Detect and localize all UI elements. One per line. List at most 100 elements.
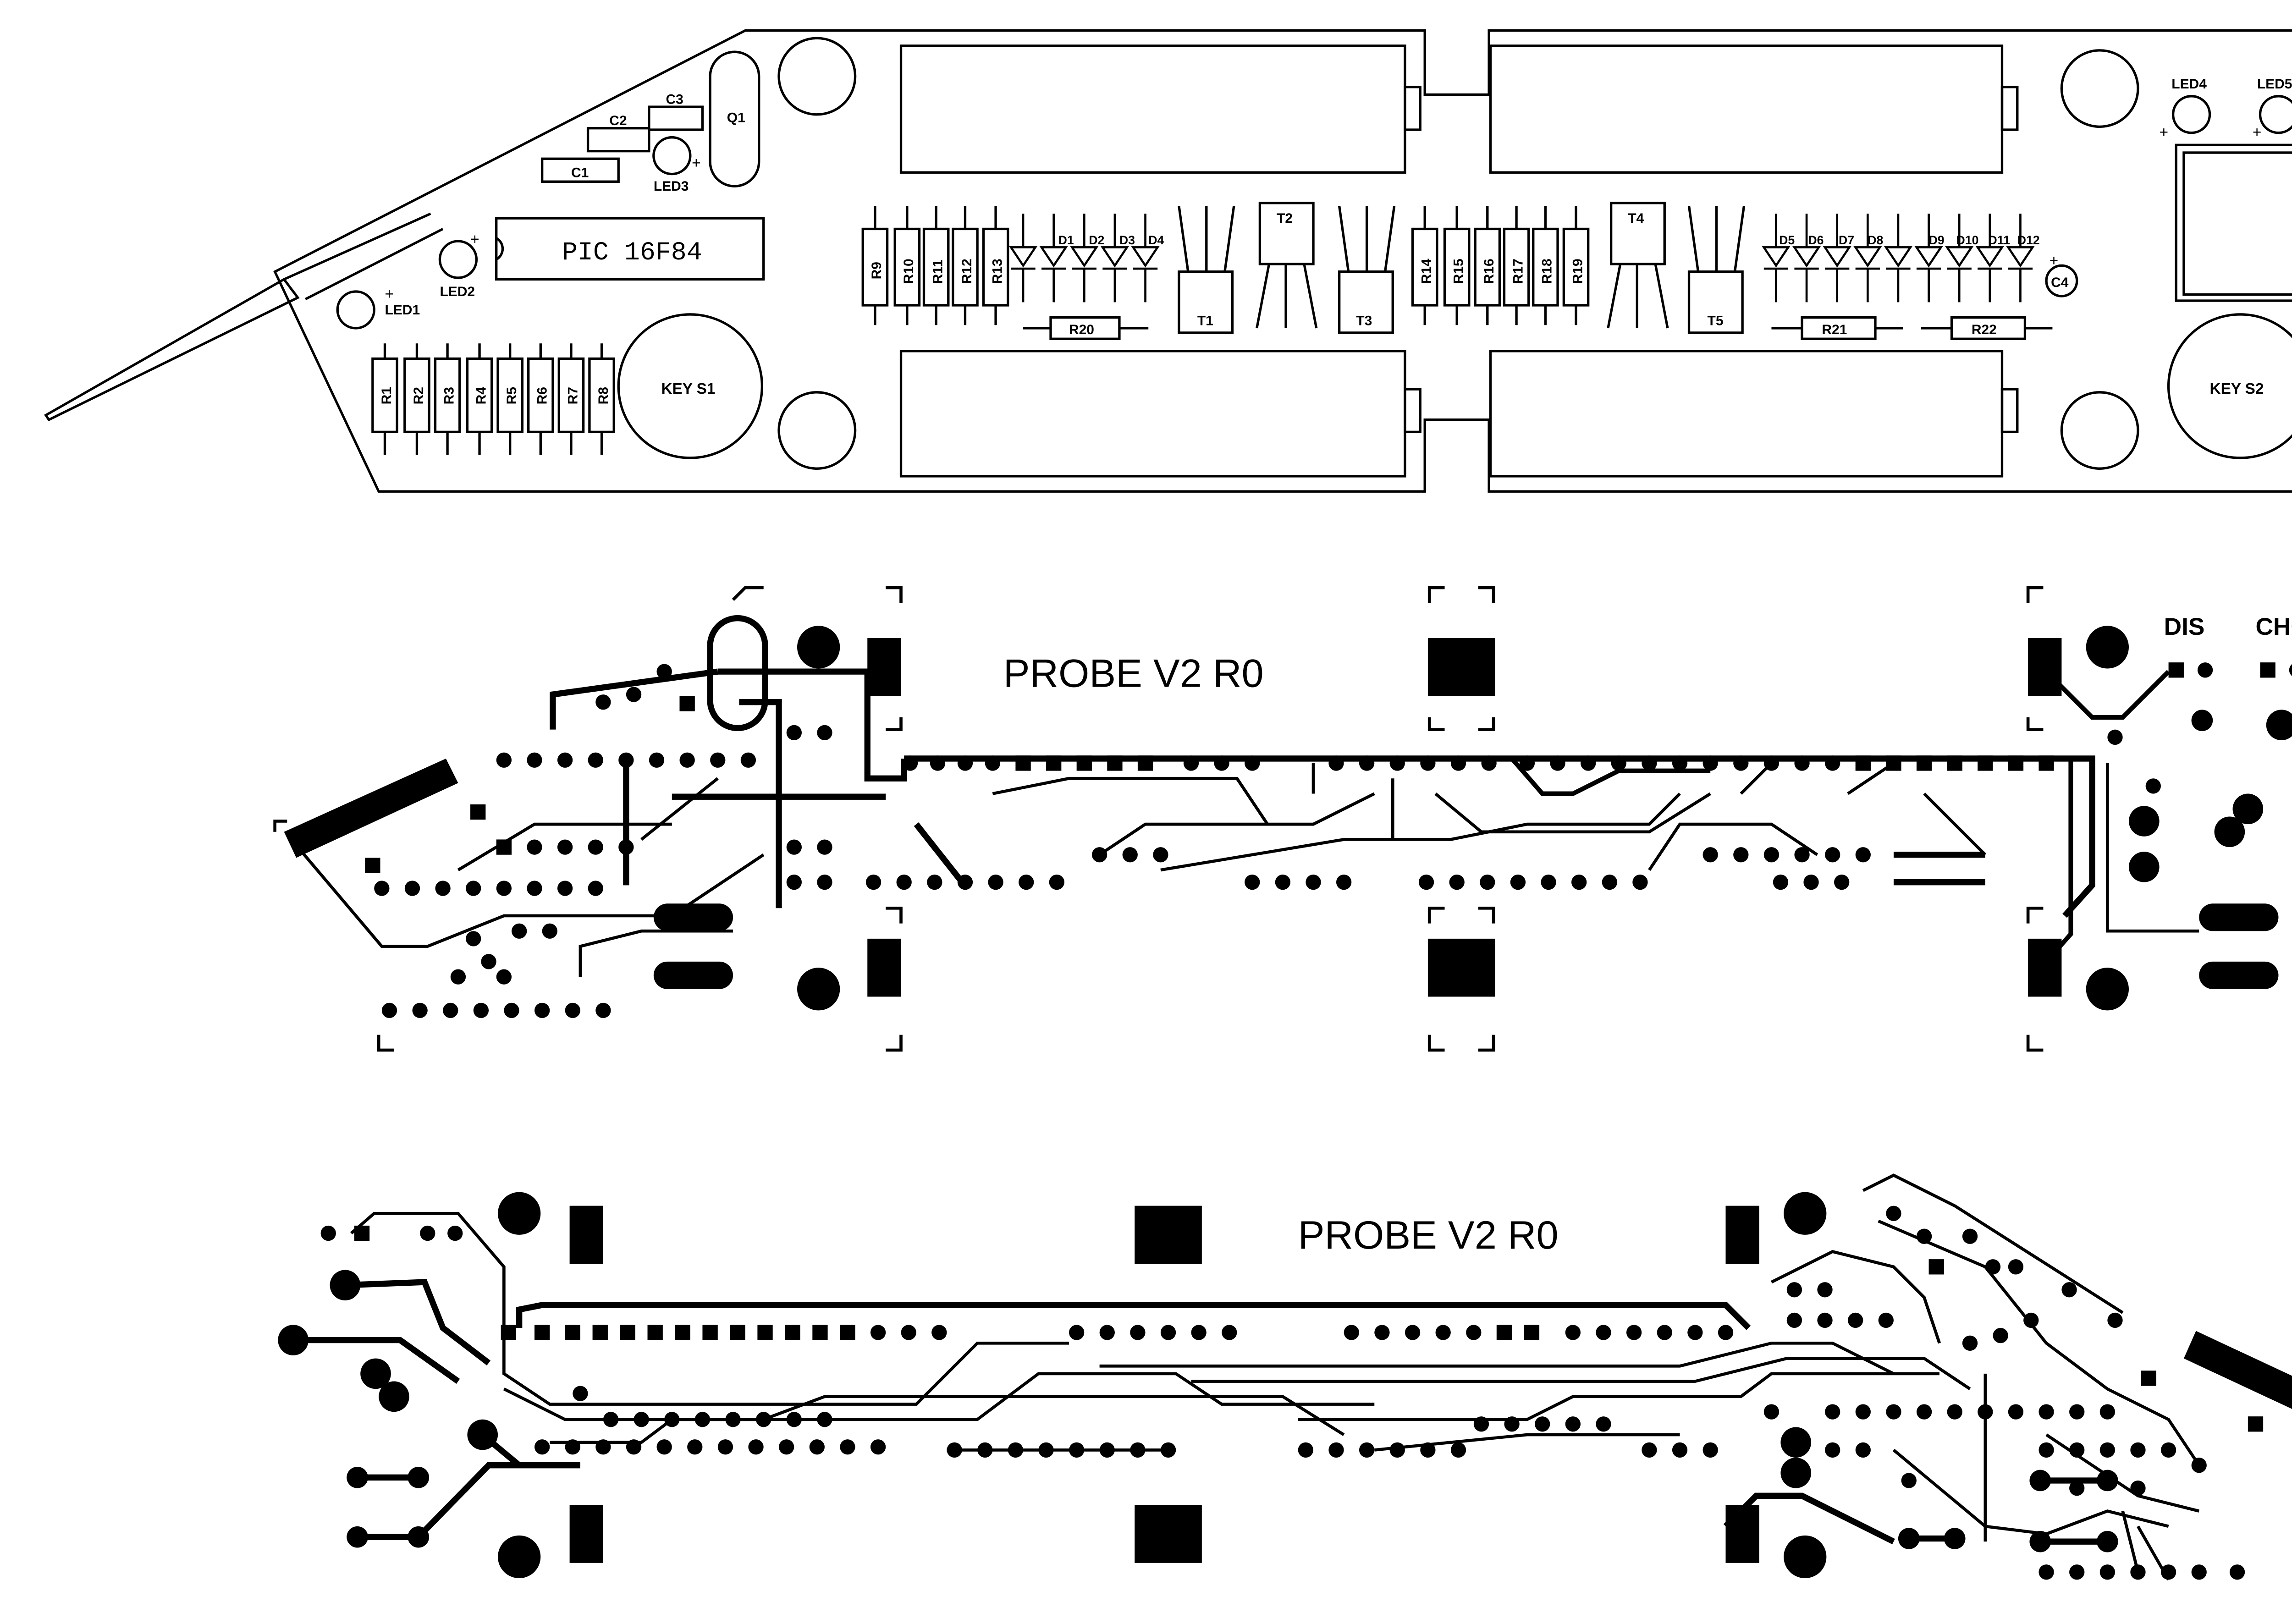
t4-label: T4 bbox=[1628, 211, 1644, 226]
key-s2-label: KEY S2 bbox=[2210, 380, 2264, 397]
silkscreen-labels: PIC 16F84 KEY S1 KEY S2 Q1 C1 C2 C3 C4 L… bbox=[379, 77, 2292, 404]
t2-label: T2 bbox=[1277, 211, 1293, 226]
mounting-hole bbox=[777, 391, 857, 470]
plus-mark: + bbox=[2253, 124, 2261, 141]
battery-contact-pad bbox=[1135, 1505, 1202, 1563]
led2-outline bbox=[438, 240, 478, 279]
probe-tip-pad bbox=[2183, 1331, 2292, 1409]
bottom-copper-title: PROBE V2 R0 bbox=[1298, 1213, 1559, 1257]
r18-label: R18 bbox=[1540, 259, 1555, 284]
r15-label: R15 bbox=[1451, 259, 1466, 284]
mounting-hole-pad bbox=[797, 626, 840, 669]
c2-label: C2 bbox=[609, 113, 627, 128]
pic-label: PIC 16F84 bbox=[562, 238, 702, 268]
d2-label: D2 bbox=[1089, 233, 1104, 247]
plus-mark: + bbox=[470, 231, 479, 248]
mounting-hole-pad bbox=[1784, 1535, 1827, 1579]
mounting-hole-pad bbox=[2086, 626, 2129, 669]
q1-label: Q1 bbox=[727, 110, 745, 125]
r10-label: R10 bbox=[901, 259, 916, 284]
r14-label: R14 bbox=[1419, 259, 1434, 284]
bottom-copper-pads bbox=[320, 1206, 2264, 1580]
r19-label: R19 bbox=[1570, 259, 1585, 284]
d1-label: D1 bbox=[1058, 233, 1074, 247]
connector-outline bbox=[2182, 151, 2292, 296]
plus-mark: + bbox=[385, 286, 394, 303]
d7-label: D7 bbox=[1839, 233, 1854, 247]
c4-label: C4 bbox=[2051, 275, 2069, 290]
c4-outline bbox=[2045, 264, 2078, 297]
r7-label: R7 bbox=[565, 387, 580, 404]
d11-label: D11 bbox=[1988, 233, 2010, 247]
led2-label: LED2 bbox=[440, 284, 475, 299]
key-s1-label: KEY S1 bbox=[661, 380, 716, 397]
mounting-hole-pad bbox=[498, 1535, 541, 1579]
t3-label: T3 bbox=[1356, 313, 1372, 328]
c2-outline bbox=[586, 127, 650, 153]
mounting-hole-pad bbox=[1784, 1192, 1827, 1235]
plus-mark: + bbox=[2160, 124, 2168, 141]
r17-label: R17 bbox=[1510, 259, 1526, 284]
battery-holder-1 bbox=[899, 44, 1406, 174]
d10-label: D10 bbox=[1956, 233, 1979, 247]
r11-label: R11 bbox=[930, 259, 945, 284]
q1-outline bbox=[709, 50, 760, 187]
d3-label: D3 bbox=[1119, 233, 1135, 247]
battery-contact-pad bbox=[569, 1206, 603, 1264]
mounting-hole bbox=[2060, 49, 2139, 128]
r16-label: R16 bbox=[1482, 259, 1497, 284]
mounting-hole bbox=[777, 37, 857, 116]
battery-contact-pad bbox=[1725, 1206, 1759, 1264]
battery-contact-pad bbox=[1427, 638, 1495, 696]
mounting-hole-pad bbox=[2086, 968, 2129, 1011]
r22-label: R22 bbox=[1972, 322, 1997, 337]
top-copper-title: PROBE V2 R0 bbox=[1003, 651, 1264, 695]
mounting-hole-pad bbox=[498, 1192, 541, 1235]
battery-contact-pad bbox=[1725, 1505, 1759, 1563]
led5-label: LED5 bbox=[2257, 77, 2292, 92]
d5-label: D5 bbox=[1779, 233, 1795, 247]
key-s1-outline bbox=[617, 313, 764, 459]
r8-label: R8 bbox=[596, 387, 611, 404]
r12-label: R12 bbox=[959, 259, 975, 284]
r13-label: R13 bbox=[990, 259, 1005, 284]
led4-outline bbox=[2171, 95, 2211, 134]
probe-tip-outline bbox=[44, 277, 300, 422]
c1-outline bbox=[540, 157, 620, 183]
t5-label: T5 bbox=[1708, 313, 1724, 328]
r1-label: R1 bbox=[379, 387, 394, 404]
t1-label: T1 bbox=[1197, 313, 1213, 328]
plus-mark: + bbox=[2050, 252, 2058, 269]
resistor-bank-r1-r8 bbox=[371, 343, 615, 455]
c3-label: C3 bbox=[666, 92, 683, 107]
diode-group-left bbox=[1009, 214, 1160, 303]
led4-label: LED4 bbox=[2171, 77, 2207, 92]
r21-label: R21 bbox=[1822, 322, 1847, 337]
top-copper-traces bbox=[297, 668, 2199, 977]
probe-tip-pad bbox=[284, 758, 458, 858]
led3-outline bbox=[652, 136, 692, 176]
resistor-bank-r9-r13 bbox=[861, 206, 1009, 325]
silkscreen-panel bbox=[44, 29, 2292, 493]
r3-label: R3 bbox=[441, 387, 457, 404]
battery-holder-4 bbox=[1489, 350, 2004, 478]
battery-holder-2 bbox=[1489, 44, 2004, 174]
top-copper-panel: PROBE V2 R0 DIS CHG bbox=[273, 586, 2292, 1052]
bottom-copper-traces bbox=[350, 1173, 2201, 1581]
r20-label: R20 bbox=[1069, 322, 1094, 337]
silkscreen-board-outline bbox=[273, 29, 2292, 493]
bottom-copper-panel: PROBE V2 R0 bbox=[278, 1173, 2292, 1581]
battery-contact-pad bbox=[867, 638, 901, 696]
c3-outline bbox=[648, 105, 704, 131]
d8-label: D8 bbox=[1868, 233, 1883, 247]
top-copper-pads bbox=[365, 662, 2292, 1018]
led1-label: LED1 bbox=[385, 303, 420, 318]
battery-contact-pad bbox=[867, 938, 901, 997]
plus-mark: + bbox=[692, 154, 700, 171]
battery-contact-pad bbox=[1427, 938, 1495, 997]
r2-label: R2 bbox=[411, 387, 426, 404]
led5-outline bbox=[2259, 95, 2292, 134]
chg-label: CHG bbox=[2255, 613, 2292, 640]
dis-label: DIS bbox=[2164, 613, 2205, 640]
